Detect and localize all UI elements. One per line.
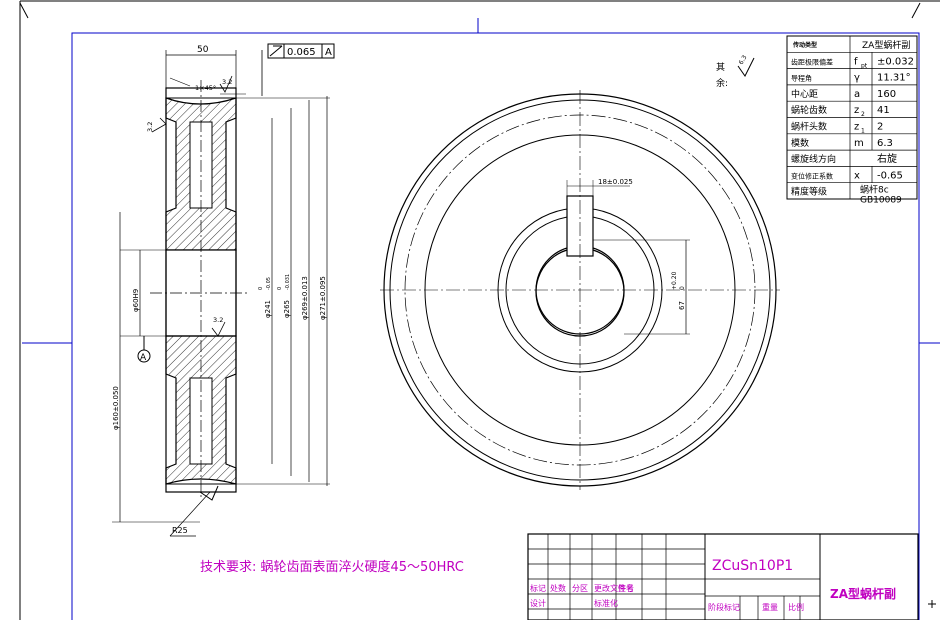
param-value: 41	[877, 105, 890, 116]
svg-text:-0.05: -0.05	[266, 277, 272, 290]
svg-text:+0.20: +0.20	[671, 271, 678, 290]
label-key-depth: 67	[678, 301, 686, 310]
label-hub: φ160±0.050	[112, 386, 120, 430]
roughness-bottom-icon	[199, 485, 219, 501]
label-key-width: 18±0.025	[598, 178, 633, 186]
label-bore: φ60H9	[132, 289, 140, 312]
param-symbol: f	[854, 56, 858, 67]
param-name: 变位修正系数	[791, 171, 833, 180]
datum-symbol	[137, 349, 151, 363]
title-block-label: 处数	[550, 583, 566, 593]
title-block-label: 标准化	[594, 598, 618, 608]
title-block-label: 设计	[530, 598, 546, 608]
param-value: 2	[877, 122, 883, 133]
label-d265: φ265	[283, 300, 291, 318]
param-header-left: 传动类型	[792, 41, 817, 49]
param-name: 螺旋线方向	[791, 153, 836, 165]
drawing-title: ZA型蜗杆副	[830, 586, 896, 601]
param-value: 6.3	[877, 138, 893, 149]
rough-top: 3.2	[222, 78, 232, 86]
param-header-right: ZA型蜗杆副	[862, 39, 910, 51]
label-d241: φ241	[264, 300, 272, 318]
rough-left: 3.2	[146, 122, 154, 132]
param-name: 导程角	[791, 74, 812, 83]
svg-text:0: 0	[679, 286, 686, 290]
frame-corner-mark-right	[911, 2, 921, 19]
roughness-remark: 其 余: 6.3	[716, 54, 755, 89]
title-block-label: 签名	[618, 583, 634, 593]
svg-text:0: 0	[277, 287, 283, 290]
runout-arrow-icon	[269, 45, 283, 57]
svg-text:-0.031: -0.031	[285, 274, 291, 290]
param-value: 11.31°	[877, 73, 911, 84]
param-subscript: pt	[861, 62, 868, 69]
dim-width: 50	[197, 45, 209, 55]
title-block-label: 比例	[788, 602, 804, 612]
technical-requirement-note: 技术要求: 蜗轮齿面表面淬火硬度45～50HRC	[200, 559, 464, 575]
param-subscript: 1	[861, 128, 865, 135]
roughness-icon	[219, 75, 233, 93]
param-symbol: m	[854, 138, 864, 149]
frame-corner-mark	[19, 2, 29, 19]
roughness-hub-icon	[211, 321, 226, 337]
svg-text:6.3: 6.3	[738, 54, 749, 66]
param-value: 右旋	[877, 152, 897, 165]
param-value: GB10089	[860, 196, 902, 206]
front-view: 18±0.025 +0.20 0 67	[380, 90, 780, 490]
title-block: ZCuSn10P1 ZA型蜗杆副 标记处数分区更改文件号签名设计 标准化 阶段标记 重…	[527, 533, 919, 620]
param-name: 中心距	[791, 88, 818, 100]
material-label: ZCuSn10P1	[712, 558, 793, 574]
tol-value: 0.065	[287, 47, 316, 58]
svg-text:余:: 余:	[716, 77, 728, 89]
title-block-label: 重量	[762, 602, 778, 612]
title-block-label: 阶段标记	[708, 602, 740, 612]
label-d269: φ269±0.013	[301, 276, 309, 320]
param-symbol: x	[854, 170, 860, 181]
param-name: 蜗轮齿数	[791, 104, 827, 116]
param-name: 齿距极限偏差	[791, 57, 833, 66]
label-d271: φ271±0.095	[319, 276, 327, 320]
param-value: -0.65	[877, 170, 903, 181]
svg-text:其: 其	[716, 62, 725, 73]
title-block-label: 分区	[572, 584, 588, 593]
svg-text:0: 0	[258, 287, 264, 290]
section-view: 50 0.065 A 1×45° 3.2 3.2 3.2 φ241 0 -0.0…	[112, 43, 335, 537]
label-radius: R25	[172, 526, 188, 535]
roughness-remark-icon	[737, 57, 755, 77]
param-symbol: γ	[854, 73, 860, 84]
param-subscript: 2	[861, 111, 865, 118]
param-value: 蜗杆8c	[860, 184, 889, 196]
chamfer-label: 1×45°	[195, 84, 216, 92]
param-name: 模数	[791, 137, 809, 149]
param-symbol: z	[854, 122, 859, 133]
roughness-left-icon	[151, 117, 167, 133]
rough-hub: 3.2	[213, 316, 223, 324]
param-name: 精度等级	[791, 186, 827, 198]
param-value: 160	[877, 89, 896, 100]
drawing-frame	[71, 32, 920, 620]
param-value: ±0.032	[877, 56, 914, 67]
param-symbol: z	[854, 105, 859, 116]
param-symbol: a	[854, 89, 860, 100]
param-name: 蜗杆头数	[791, 121, 827, 133]
title-block-label: 标记	[530, 583, 546, 593]
tol-datum: A	[325, 47, 332, 58]
datum-label: A	[140, 353, 147, 363]
title-block-label: 更改文件号	[594, 583, 634, 593]
